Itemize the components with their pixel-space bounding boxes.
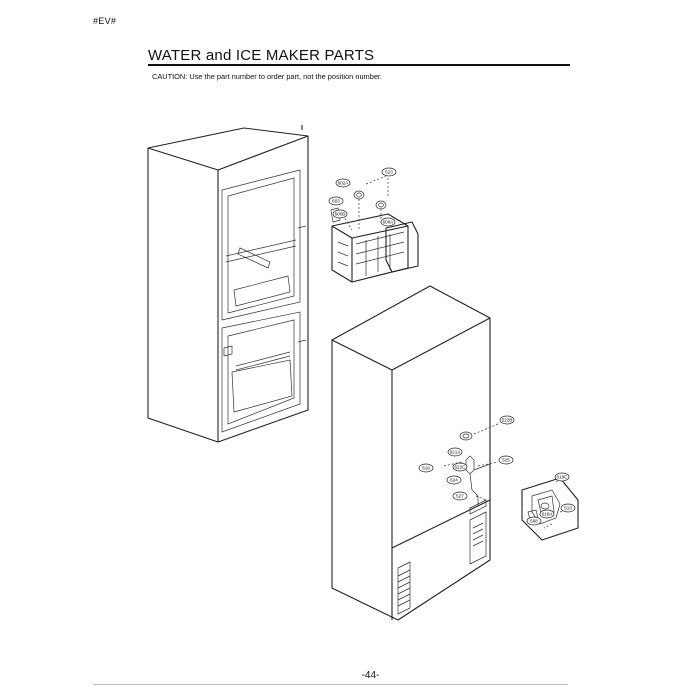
- svg-text:618A: 618A: [542, 512, 554, 517]
- page-title: WATER and ICE MAKER PARTS: [148, 47, 375, 64]
- svg-text:598: 598: [530, 519, 538, 524]
- svg-text:523: 523: [385, 170, 393, 175]
- page-number: -44-: [361, 670, 380, 681]
- callout-616: 616: [418, 463, 434, 473]
- footer-rule: [93, 684, 568, 685]
- svg-text:513: 513: [564, 506, 572, 511]
- callout-618c: 618C: [554, 472, 570, 482]
- svg-text:603: 603: [332, 199, 340, 204]
- callout-603: 603: [328, 196, 344, 206]
- svg-text:600B: 600B: [335, 212, 346, 217]
- refrigerator-interior-view: [147, 125, 309, 443]
- callout-622c: 622C: [452, 462, 468, 472]
- callout-621a: 621A: [447, 447, 463, 457]
- title-underline: [148, 64, 570, 66]
- svg-text:621A: 621A: [450, 450, 462, 455]
- svg-text:525: 525: [502, 458, 510, 463]
- refrigerator-rear-view: [331, 285, 499, 621]
- document-tag: #EV#: [93, 16, 117, 26]
- caution-note: CAUTION: Use the part number to order pa…: [152, 72, 383, 81]
- svg-text:616: 616: [422, 466, 430, 471]
- callout-600a: 600A: [380, 217, 396, 227]
- svg-text:622C: 622C: [455, 465, 467, 470]
- callout-525: 525: [498, 455, 514, 465]
- callout-523: 523: [381, 167, 397, 177]
- svg-text:624: 624: [450, 478, 458, 483]
- svg-text:522B: 522B: [502, 418, 513, 423]
- svg-text:527: 527: [456, 494, 464, 499]
- callout-624: 624: [446, 475, 462, 485]
- callout-513: 513: [560, 503, 576, 513]
- svg-text:600A: 600A: [383, 220, 395, 225]
- callout-600b: 600B: [332, 209, 348, 219]
- callout-527: 527: [452, 491, 468, 501]
- callout-522b: 522B: [499, 415, 515, 425]
- callout-598: 598: [526, 516, 542, 526]
- callout-618a: 618A: [539, 509, 555, 519]
- svg-text:602A: 602A: [338, 181, 350, 186]
- ice-maker-assembly: [330, 175, 419, 283]
- callout-602a: 602A: [335, 178, 351, 188]
- svg-text:618C: 618C: [557, 475, 569, 480]
